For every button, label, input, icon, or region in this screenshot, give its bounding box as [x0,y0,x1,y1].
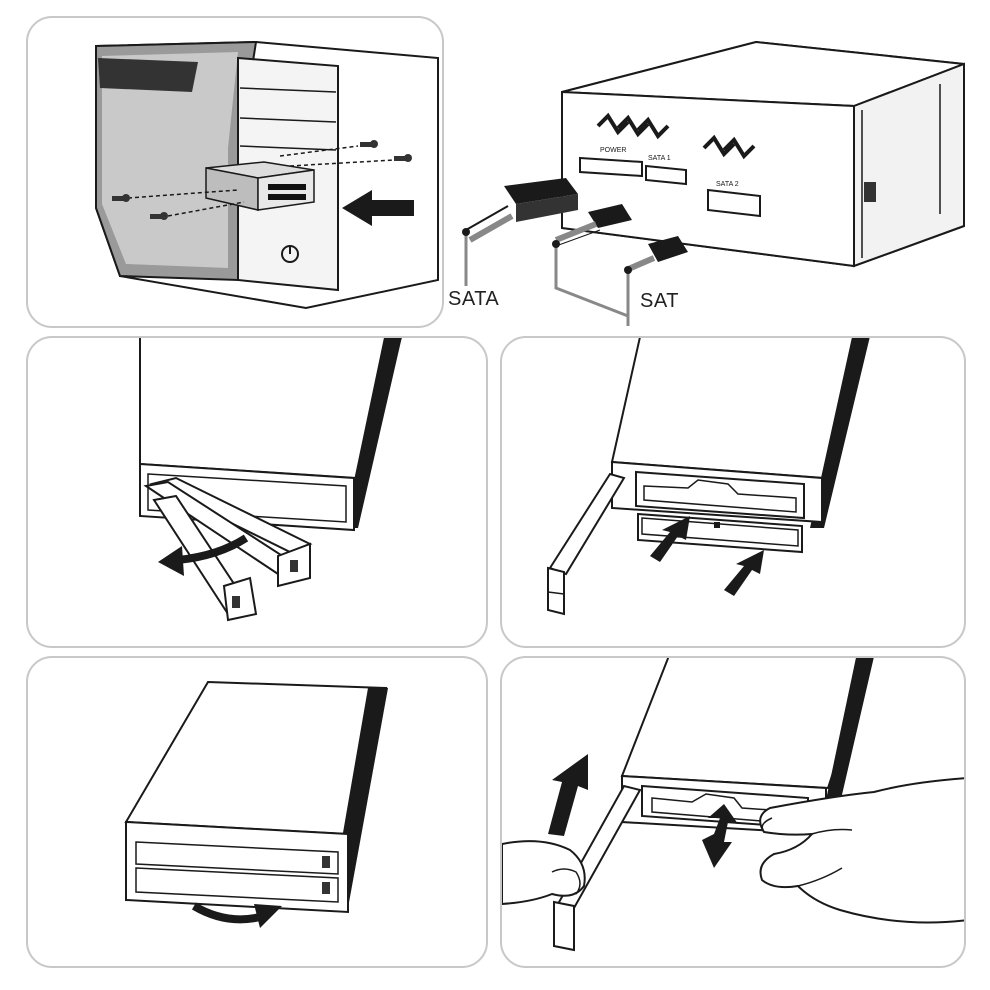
open-door-illustration [139,338,402,622]
port-label-sata1: SATA 1 [648,155,671,162]
step1-install-panel [26,16,444,328]
port-label-sata2: SATA 2 [716,181,739,188]
sata-label-right: SAT [640,290,679,312]
remove-drive-illustration [502,658,964,952]
sata-label-left: SATA [448,288,500,310]
insert-drive-illustration [547,338,870,616]
step4-close-door-panel [26,656,488,968]
port-label-power: POWER [600,147,626,154]
cable-connection-illustration: POWER SATA 1 SATA 2 [462,40,965,326]
close-door-illustration [124,680,388,928]
step5-remove-drive-panel [500,656,966,968]
step2-open-door-panel [26,336,488,648]
step3-insert-drive-panel [500,336,966,648]
pc-case-illustration [95,40,439,310]
